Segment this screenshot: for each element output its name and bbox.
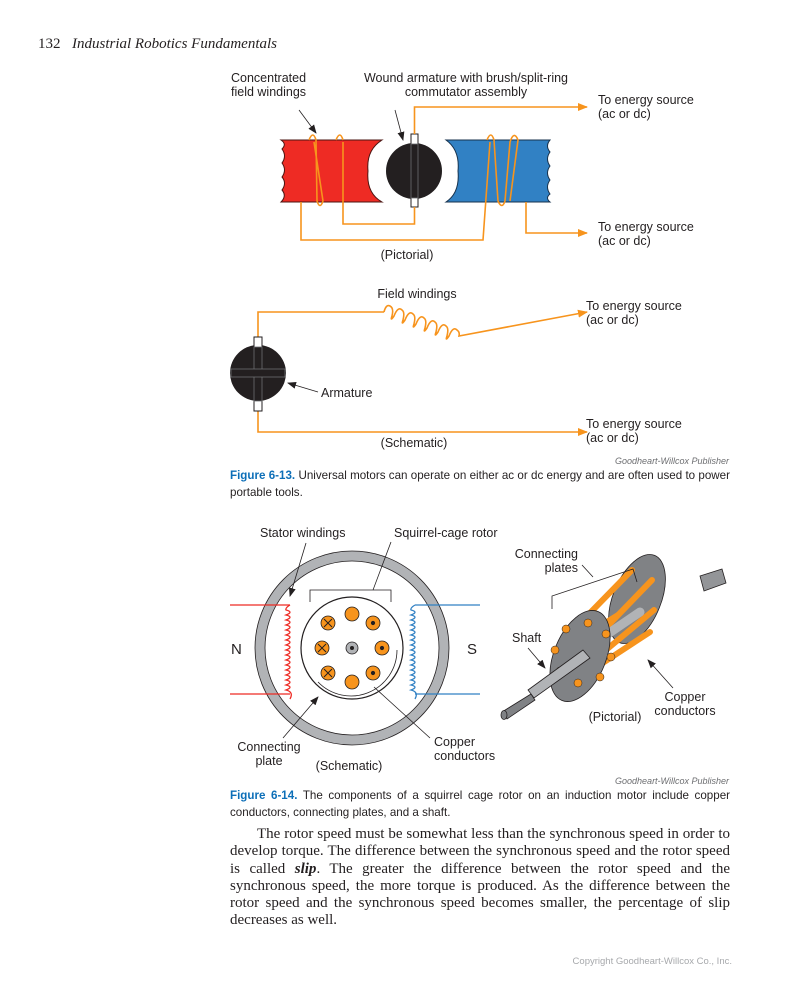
pointer-armature (394, 109, 405, 141)
page-number: 132 (38, 36, 61, 52)
body-text-part: . The greater the difference between the… (230, 860, 730, 929)
pointer-field-windings (298, 109, 317, 134)
label-stator-windings: Stator windings (260, 526, 345, 540)
pointer-armature-schematic (287, 381, 319, 393)
schematic-wiring (257, 304, 588, 436)
label-armature: Armature (321, 386, 372, 400)
figure-6-14-caption: Figure 6-14. The components of a squirre… (230, 787, 730, 821)
stator-frame (255, 551, 449, 745)
label-source-bottom-pictorial: To energy source(ac or dc) (598, 220, 694, 248)
figure-6-13-caption: Figure 6-13. Universal motors can operat… (230, 467, 730, 501)
pole-label-s: S (467, 641, 477, 658)
book-title: Industrial Robotics Fundamentals (72, 36, 277, 52)
view-label-pictorial-14: (Pictorial) (589, 710, 642, 724)
caption-text: The components of a squirrel cage rotor … (230, 789, 730, 819)
view-label-pictorial: (Pictorial) (381, 248, 434, 262)
pictorial-rotor (500, 554, 727, 720)
view-label-schematic: (Schematic) (381, 436, 448, 450)
label-source-top-pictorial: To energy source(ac or dc) (598, 93, 694, 121)
label-source-top-schematic: To energy source(ac or dc) (586, 299, 682, 327)
pictorial-wiring (300, 103, 588, 241)
body-text-part: The rotor speed must be somewhat less th… (230, 826, 730, 877)
stator-winding-north (230, 604, 292, 700)
label-source-bottom-schematic: To energy source(ac or dc) (586, 417, 682, 445)
south-pole-piece (444, 139, 552, 203)
figure-label: Figure 6-13. (230, 469, 296, 482)
view-label-schematic-14: (Schematic) (316, 759, 383, 773)
figure-label: Figure 6-14. (230, 789, 298, 802)
label-field-windings-schematic: Field windings (377, 287, 456, 301)
label-squirrel-cage-rotor: Squirrel-cage rotor (394, 526, 498, 540)
north-pole-piece (279, 139, 384, 203)
copyright-footer: Copyright Goodheart-Willcox Co., Inc. (572, 956, 732, 967)
caption-text: Universal motors can operate on either a… (230, 469, 730, 499)
pole-label-n: N (231, 641, 242, 658)
body-paragraph: The rotor speed must be somewhat less th… (230, 826, 730, 930)
running-head: 132 Industrial Robotics Fundamentals (38, 36, 277, 53)
figure-6-14-credit: Goodheart-Willcox Publisher (615, 776, 729, 786)
figure-6-14-diagram: N S Stator windings Squirrel-cage rotor … (230, 526, 727, 773)
figure-6-13-credit: Goodheart-Willcox Publisher (615, 456, 729, 466)
label-shaft: Shaft (512, 631, 542, 645)
stator-winding-south (408, 604, 480, 700)
key-term-slip: slip (294, 860, 317, 877)
